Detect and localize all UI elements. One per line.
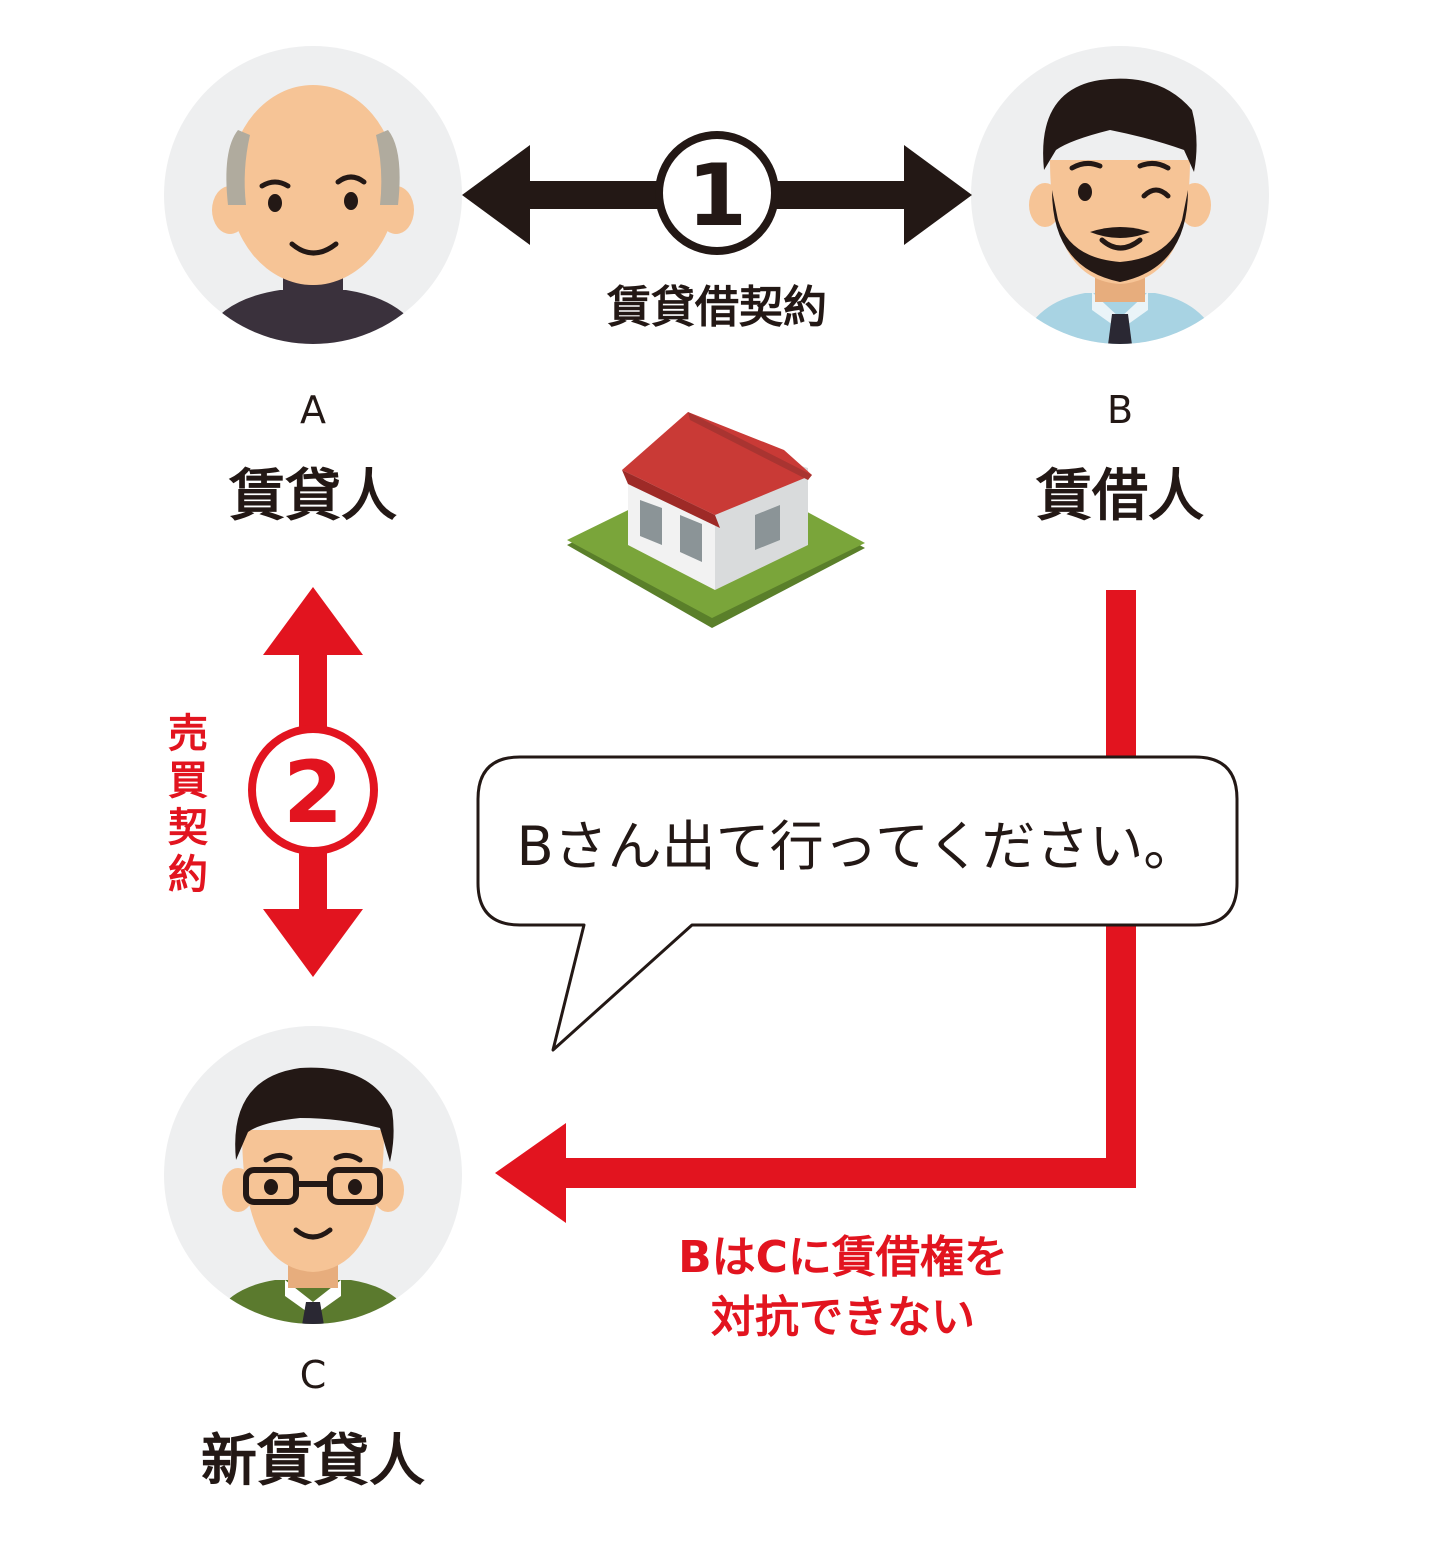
speech-text: Bさん出て行ってください。 xyxy=(517,815,1198,878)
bearded-man-avatar xyxy=(971,46,1269,344)
speech-bubble xyxy=(476,755,1239,1052)
man-with-glasses-avatar xyxy=(164,1026,462,1324)
sale-contract-arrow xyxy=(248,587,378,977)
contract-1-label: 賃貸借契約 xyxy=(606,282,827,333)
conclusion-line-2: 対抗できない xyxy=(711,1292,975,1343)
person-c-letter: C xyxy=(300,1353,327,1397)
person-a-letter: A xyxy=(300,388,326,432)
person-a-role: 賃貸人 xyxy=(228,464,397,529)
contract-2-number: 2 xyxy=(283,743,343,843)
contract-2-label: 売 買 契 約 xyxy=(168,711,208,898)
person-b-role: 賃借人 xyxy=(1035,464,1204,529)
contract-2-label-char: 買 xyxy=(168,758,208,804)
contract-1-number: 1 xyxy=(687,146,747,246)
contract-2-label-char: 約 xyxy=(168,852,208,898)
person-c-role: 新賃貸人 xyxy=(201,1429,425,1494)
bald-man-avatar xyxy=(164,46,462,344)
lease-contract-arrow xyxy=(462,131,972,255)
contract-2-label-char: 契 xyxy=(168,805,208,851)
contract-2-label-char: 売 xyxy=(168,711,208,757)
person-b-letter: B xyxy=(1107,388,1133,432)
house-icon xyxy=(567,412,865,628)
conclusion-line-1: BはCに賃借権を xyxy=(678,1232,1008,1283)
